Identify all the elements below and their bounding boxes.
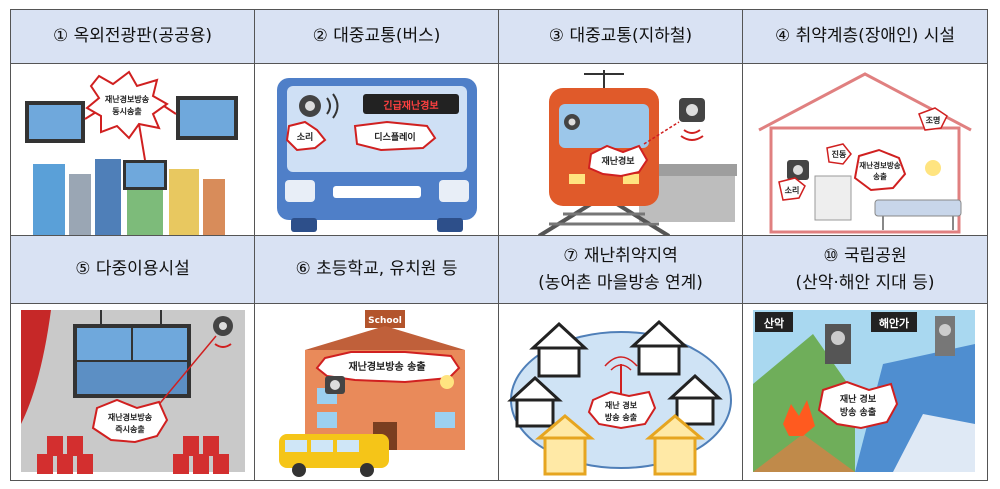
panel-1-illustration: 재난경보방송 동시송출 [11,64,255,236]
panel-6-illustration: School 재난경보방송 송출 [255,304,499,480]
panel-8-illustration: 산악 해안가 재난 경보 방송 송출 [743,304,987,480]
care-burst-label-line2: 송출 [873,171,887,181]
panel-4-illustration: 소리 진동 조명 재난경보방송 송출 [743,64,987,236]
park-coast-label: 해안가 [879,316,909,330]
panel-7-illustration: 재난 경보 방송 송출 [499,304,743,480]
subway-scene: 재난경보 [537,70,737,235]
panel-6-header: ⑥ 초등학교, 유치원 등 [255,236,499,304]
panel-4-title: ④ 취약계층(장애인) 시설 [774,26,956,46]
school-scene: School 재난경보방송 송출 [279,310,465,477]
panel-8-title-line2: (산악·해안 지대 등) [795,272,935,293]
panel-7-header: ⑦ 재난취약지역 (농어촌 마을방송 연계) [499,236,743,304]
bus-display-label: 디스플레이 [374,131,415,143]
school-sign: School [368,316,402,326]
theater-burst-label-line1: 재난경보방송 [108,412,153,422]
panel-3-illustration: 재난경보 [499,64,743,236]
outdoor-billboard-scene: 재난경보방송 동시송출 [25,70,238,235]
care-facility-scene: 소리 진동 조명 재난경보방송 송출 [758,72,972,234]
theater-burst-label-line2: 즉시송출 [115,424,145,434]
park-mountain-label: 산악 [764,316,784,330]
theater-scene: 재난경보방송 즉시송출 [21,310,245,474]
panel-5-illustration: 재난경보방송 즉시송출 [11,304,255,480]
panel-2-title: ② 대중교통(버스) [312,26,441,46]
panel-7-title-line2: (농어촌 마을방송 연계) [538,272,703,293]
panel-5-header: ⑤ 다중이용시설 [11,236,255,304]
panel-1-header: ① 옥외전광판(공공용) [11,10,255,64]
care-vibration-label: 진동 [832,149,847,159]
care-sound-label: 소리 [785,185,800,195]
disaster-broadcast-grid: ① 옥외전광판(공공용) ② 대중교통(버스) ③ 대중교통(지하철) ④ 취약… [10,9,988,481]
panel-2-header: ② 대중교통(버스) [255,10,499,64]
panel-7-title-line1: ⑦ 재난취약지역 [563,245,678,266]
care-light-label: 조명 [926,115,941,125]
park-burst-label-line1: 재난 경보 [840,393,877,405]
school-banner-label: 재난경보방송 송출 [348,360,425,373]
panel-2-illustration: 긴급재난경보 소리 디스플레이 [255,64,499,236]
panel-8-header: ⑩ 국립공원 (산악·해안 지대 등) [743,236,987,304]
panel-1-burst-label-line2: 동시송출 [112,106,142,116]
panel-1-title: ① 옥외전광판(공공용) [52,26,213,46]
village-burst-label-line1: 재난 경보 [605,400,638,410]
panel-5-title: ⑤ 다중이용시설 [75,259,190,279]
panel-4-header: ④ 취약계층(장애인) 시설 [743,10,987,64]
care-burst-label-line1: 재난경보방송 [859,160,900,170]
panel-6-title: ⑥ 초등학교, 유치원 등 [295,259,458,279]
panel-8-title-line1: ⑩ 국립공원 [823,245,907,266]
panel-3-title: ③ 대중교통(지하철) [548,26,693,46]
panel-1-burst-label-line1: 재난경보방송 [105,94,150,104]
bus-alert-badge: 긴급재난경보 [383,99,438,112]
rural-village-scene: 재난 경보 방송 송출 [507,319,732,476]
national-park-scene: 산악 해안가 재난 경보 방송 송출 [753,310,975,472]
subway-burst-label: 재난경보 [601,155,635,167]
bus-sound-label: 소리 [297,131,314,143]
village-burst-label-line2: 방송 송출 [605,412,638,422]
panel-3-header: ③ 대중교통(지하철) [499,10,743,64]
bus-scene: 긴급재난경보 소리 디스플레이 [277,78,477,232]
park-burst-label-line2: 방송 송출 [840,406,876,418]
